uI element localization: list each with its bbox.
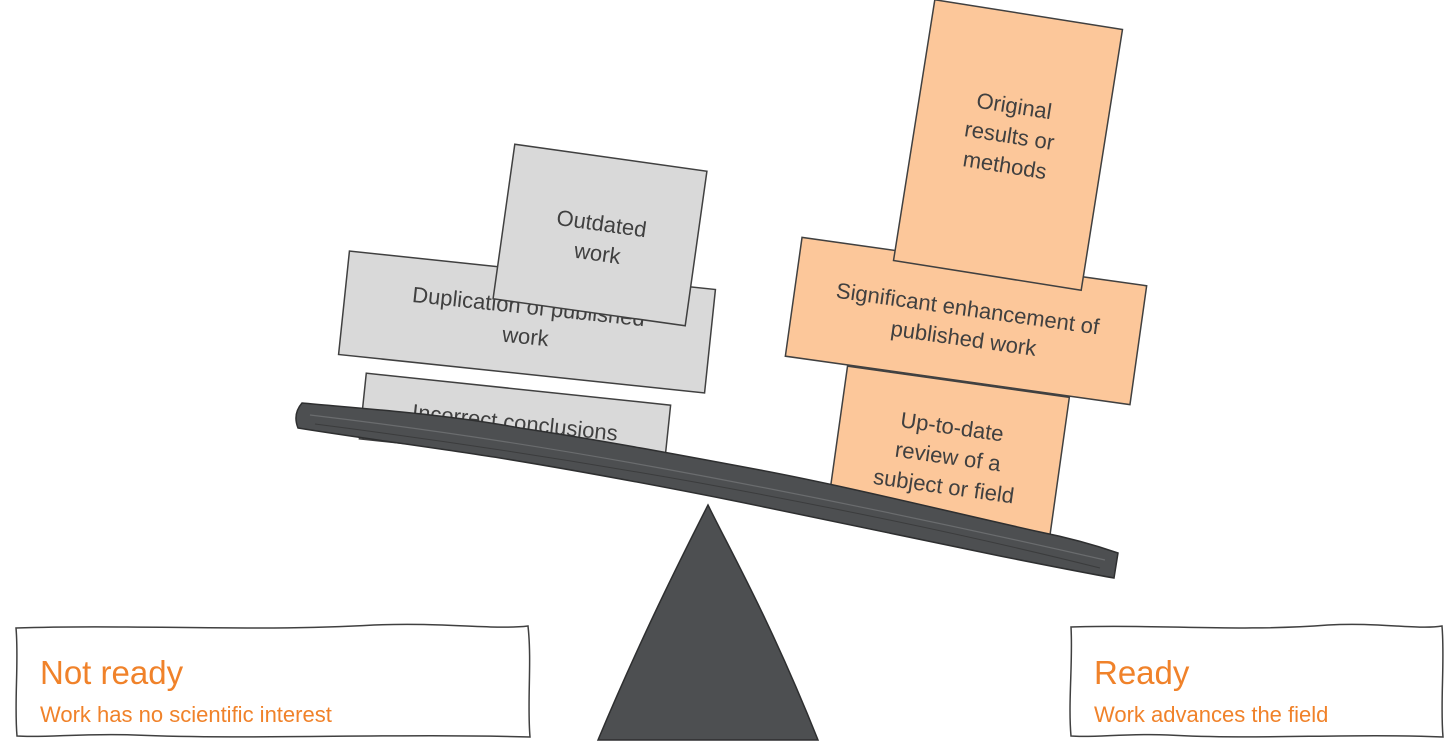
outdated-work-block: Outdated work	[492, 143, 708, 327]
not-ready-box: Not ready Work has no scientific interes…	[14, 622, 532, 740]
ready-frame	[1069, 623, 1444, 738]
original-results-block: Original results or methods	[892, 0, 1124, 292]
ready-subtitle: Work advances the field	[1094, 702, 1329, 727]
beam-sketch-line	[309, 414, 1106, 561]
not-ready-frame	[15, 623, 531, 738]
seesaw-beam	[295, 402, 1119, 579]
beam-sketch-line	[314, 423, 1101, 569]
ready-title: Ready	[1094, 654, 1190, 691]
ready-box: Ready Work advances the field	[1068, 622, 1446, 740]
not-ready-subtitle: Work has no scientific interest	[40, 702, 332, 727]
not-ready-title: Not ready	[40, 654, 184, 691]
fulcrum	[596, 503, 820, 741]
duplication-label-line-2: work	[500, 321, 551, 351]
